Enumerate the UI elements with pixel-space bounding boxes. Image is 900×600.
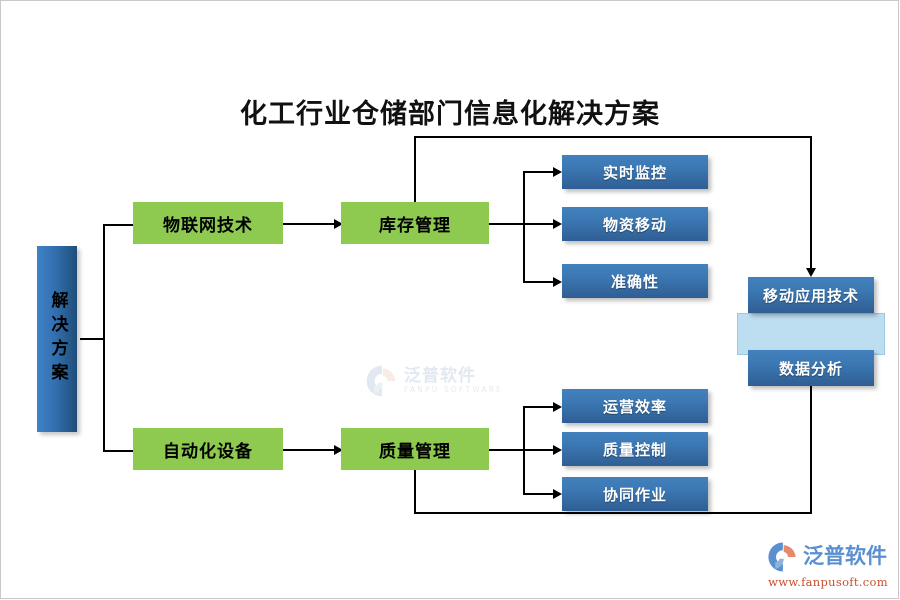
node-leaf-operational-efficiency[interactable]: 运营效率 xyxy=(562,389,708,423)
page-title: 化工行业仓储部门信息化解决方案 xyxy=(240,99,660,130)
connector-root-to-tech-bottom xyxy=(103,450,135,452)
panel-right-group-background xyxy=(737,313,885,355)
node-leaf-collaborative-work[interactable]: 协同作业 xyxy=(562,477,708,511)
node-leaf-quality-control[interactable]: 质量控制 xyxy=(562,432,708,466)
node-tech-iot-label: 物联网技术 xyxy=(163,215,253,236)
connector-inventory-leaf-3 xyxy=(523,281,559,283)
connector-tech-to-domain-top xyxy=(283,223,337,225)
arrow-quality-leaf-1 xyxy=(553,402,562,412)
fanpu-logo-row: 泛普软件 xyxy=(765,540,891,572)
node-leaf-quality-control-label: 质量控制 xyxy=(602,440,667,459)
fanpu-logo-icon xyxy=(765,540,799,572)
connector-inventory-leaf-2 xyxy=(523,223,559,225)
arrow-inventory-leaf-1 xyxy=(553,167,562,177)
connector-root-to-tech-top xyxy=(103,224,135,226)
node-root-solution[interactable]: 解决方案 xyxy=(37,246,77,432)
node-tech-automation[interactable]: 自动化设备 xyxy=(133,428,283,470)
connector-right-up-to-analysis xyxy=(810,383,812,513)
node-right-data-analysis-label: 数据分析 xyxy=(778,359,843,378)
center-watermark: 泛普软件 FANPU SOFTWARE xyxy=(363,355,513,407)
node-domain-quality[interactable]: 质量管理 xyxy=(341,428,489,470)
fanpu-logo-cn: 泛普软件 xyxy=(803,543,887,568)
fanpu-watermark-icon xyxy=(363,363,399,399)
arrow-tech-to-domain-bottom xyxy=(334,445,343,455)
fanpu-logo-url: www.fanpusoft.com xyxy=(768,575,888,589)
fanpu-watermark-cn: 泛普软件 xyxy=(404,365,476,386)
node-right-data-analysis[interactable]: 数据分析 xyxy=(748,350,874,386)
node-domain-quality-label: 质量管理 xyxy=(379,441,451,462)
connector-quality-down-span xyxy=(414,512,812,514)
fanpu-watermark-text: 泛普软件 FANPU SOFTWARE xyxy=(404,365,504,395)
connector-quality-leaf-1 xyxy=(523,406,559,408)
node-domain-inventory-label: 库存管理 xyxy=(379,215,451,236)
connector-inventory-trunk xyxy=(523,171,525,282)
node-domain-inventory[interactable]: 库存管理 xyxy=(341,202,489,244)
node-leaf-material-movement-label: 物资移动 xyxy=(602,215,667,234)
node-tech-iot[interactable]: 物联网技术 xyxy=(133,202,283,244)
arrow-tech-to-domain-top xyxy=(334,219,343,229)
node-tech-automation-label: 自动化设备 xyxy=(163,441,253,462)
arrow-inventory-leaf-2 xyxy=(553,219,562,229)
arrow-quality-leaf-2 xyxy=(553,445,562,455)
node-leaf-accuracy[interactable]: 准确性 xyxy=(562,264,708,298)
node-leaf-realtime-monitoring-label: 实时监控 xyxy=(602,163,667,182)
connector-quality-down-riser xyxy=(414,470,416,513)
connector-inventory-stub xyxy=(489,223,525,225)
connector-inventory-up-riser xyxy=(414,136,416,203)
connector-quality-leaf-3 xyxy=(523,493,559,495)
arrow-quality-leaf-3 xyxy=(553,489,562,499)
node-right-mobile-app-tech-label: 移动应用技术 xyxy=(762,286,859,305)
node-leaf-material-movement[interactable]: 物资移动 xyxy=(562,207,708,241)
connector-quality-stub xyxy=(489,449,525,451)
arrow-into-mobile-tech xyxy=(806,268,816,277)
connector-inventory-up-span xyxy=(414,136,812,138)
node-leaf-realtime-monitoring[interactable]: 实时监控 xyxy=(562,155,708,189)
node-leaf-accuracy-label: 准确性 xyxy=(610,272,659,291)
fanpu-watermark-en: FANPU SOFTWARE xyxy=(404,385,504,395)
node-root-solution-label: 解决方案 xyxy=(47,291,68,387)
node-right-mobile-app-tech[interactable]: 移动应用技术 xyxy=(748,277,874,313)
connector-root-stub xyxy=(80,338,104,340)
connector-tech-to-domain-bottom xyxy=(283,449,337,451)
fanpu-logo: 泛普软件 www.fanpusoft.com xyxy=(765,540,891,592)
arrow-inventory-leaf-3 xyxy=(553,277,562,287)
node-leaf-collaborative-work-label: 协同作业 xyxy=(602,485,667,504)
node-leaf-operational-efficiency-label: 运营效率 xyxy=(602,397,667,416)
connector-right-down-to-mobile xyxy=(810,136,812,271)
connector-quality-leaf-2 xyxy=(523,449,559,451)
connector-root-trunk xyxy=(103,224,105,452)
connector-inventory-leaf-1 xyxy=(523,171,559,173)
